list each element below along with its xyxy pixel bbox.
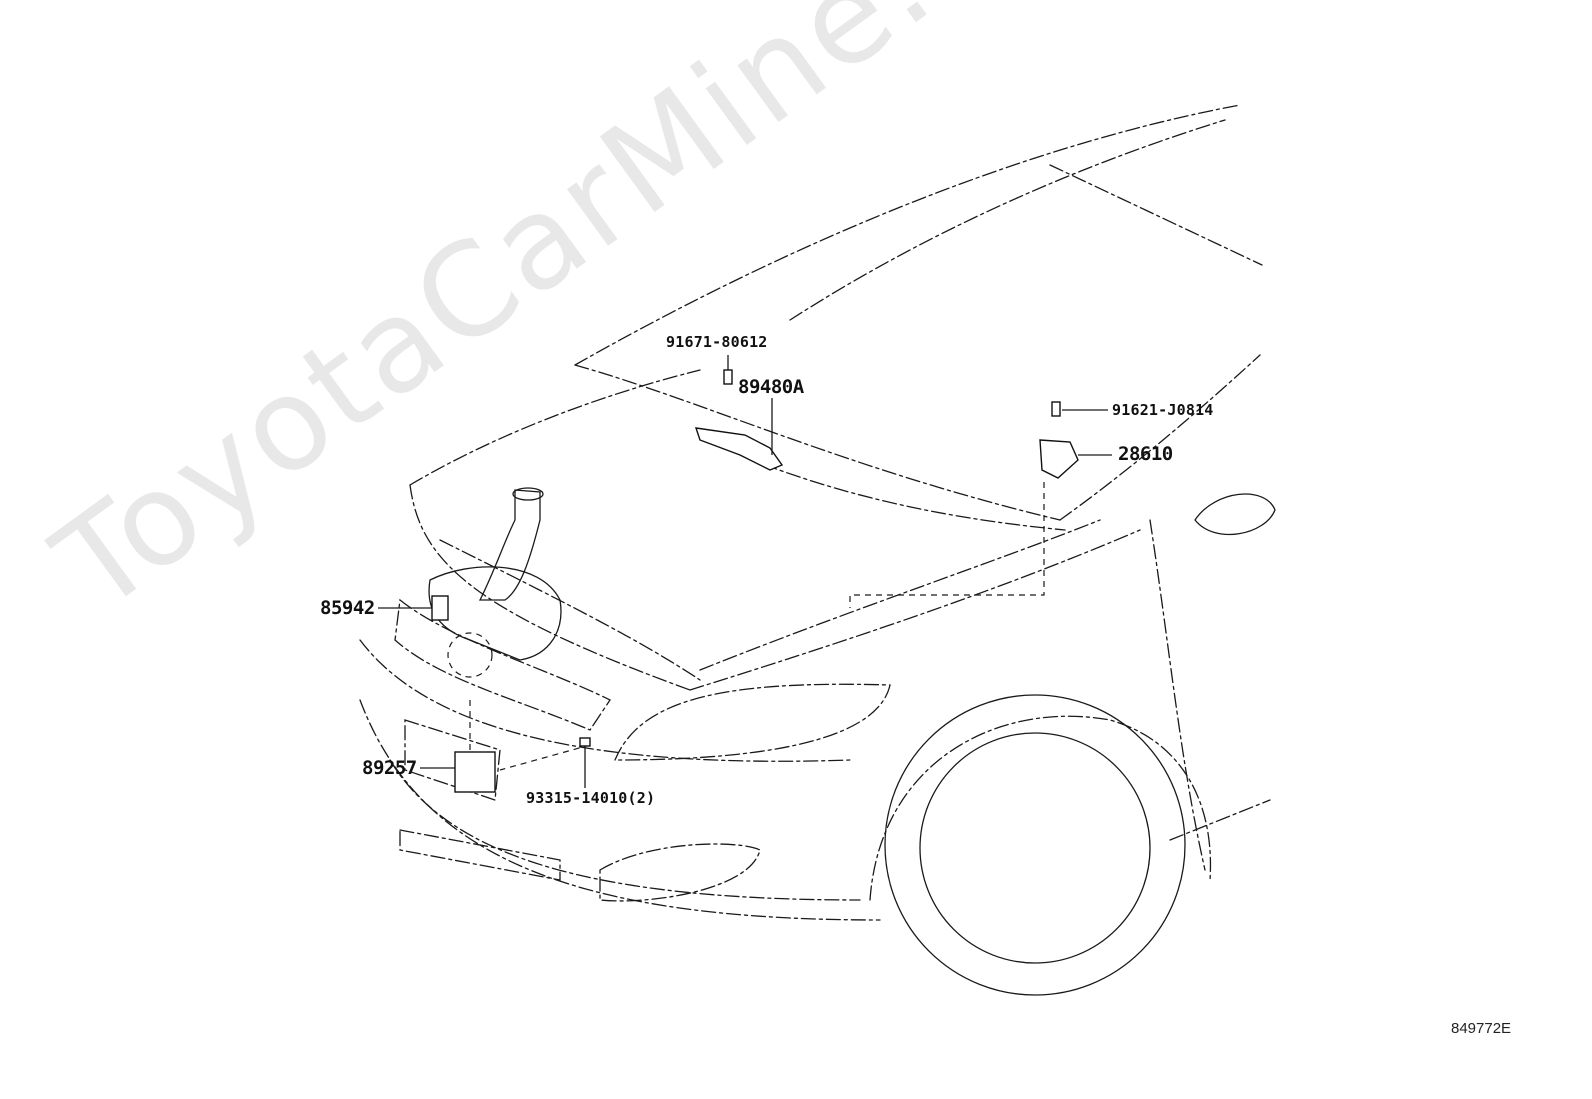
fog-lamp [599,843,761,902]
label-91621-J0814: 91621-J0814 [1112,401,1214,419]
mirror [1194,493,1276,536]
windshield-top [789,119,1226,321]
tire-outer [884,694,1186,996]
roof-line [574,104,1241,366]
screw-93315 [579,737,591,747]
leader-93315 [499,744,591,771]
license-plate [404,719,501,801]
tire-inner [919,732,1151,964]
door-front [1149,519,1206,871]
bumper-bottom [359,699,881,921]
module-89257 [454,751,496,793]
door-sill [1169,799,1271,841]
label-93315-14010: 93315-14010(2) [526,789,656,807]
hood-left-edge [409,484,691,691]
horn-28610 [1039,439,1079,479]
label-89257: 89257 [362,757,417,779]
windshield-edge [1049,164,1263,266]
sensor-85942 [431,595,449,621]
fender-line [699,519,1101,671]
label-85942: 85942 [320,597,375,619]
bumper-lower [389,759,861,901]
washer-neck [478,489,541,601]
hood-cowl [739,454,1066,531]
hood-center [439,539,701,681]
fender-top [689,529,1141,691]
washer-cap [512,487,544,501]
diagram-code: 849772E [1451,1020,1512,1037]
hood-rear-edge [574,364,1061,521]
bolt-91671 [723,369,733,385]
leader-28610 [849,482,1045,608]
bracket-89480A [694,427,784,471]
label-91671-80612: 91671-80612 [666,333,768,351]
label-28610: 28610 [1118,443,1173,465]
washer-tank [428,566,562,661]
bumper-top [359,639,851,762]
wheel-arch [869,715,1212,901]
upper-grille [394,598,611,731]
headlight [614,683,891,761]
a-pillar [1059,354,1261,521]
bolt-91621 [1051,401,1061,417]
lower-grille [399,829,561,881]
emblem [447,632,493,678]
hood-front-edge [409,369,701,486]
label-89480A: 89480A [738,376,804,398]
